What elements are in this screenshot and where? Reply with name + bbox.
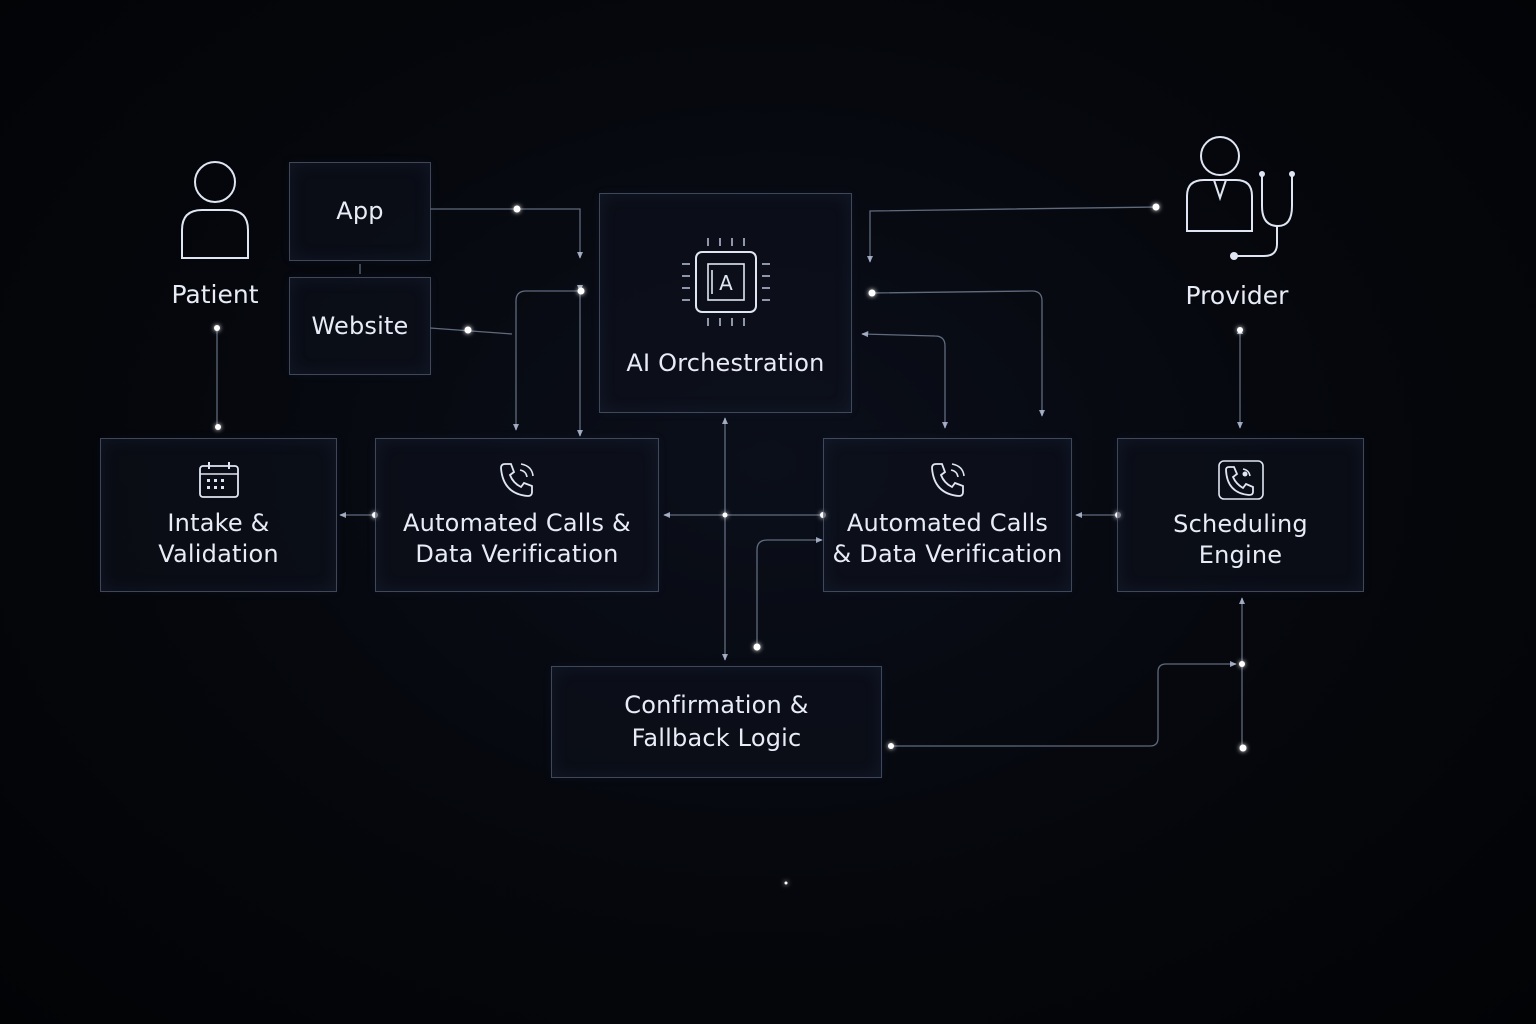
wire-ai-calls-left-a: [512, 290, 580, 431]
phone-schedule-icon: [1217, 459, 1265, 501]
ai-orchestration-label: AI Orchestration: [626, 349, 825, 377]
automated-calls-right-label: Automated Calls & Data Verification: [832, 509, 1063, 568]
provider-label: Provider: [1185, 281, 1289, 310]
node-dot: [753, 643, 761, 651]
wire-confirm-scheduling: [891, 660, 1237, 747]
node-dot: [1239, 661, 1245, 667]
patient-actor: [178, 160, 252, 260]
ai-chip-icon: A: [678, 234, 774, 330]
app-label: App: [336, 197, 384, 225]
node-dot: [888, 743, 894, 749]
provider-actor: [1184, 136, 1299, 262]
calendar-icon: [197, 460, 241, 500]
wire-app-ai: [430, 208, 584, 259]
node-dot: [1152, 203, 1160, 211]
phone-call-icon: [497, 460, 537, 500]
svg-text:A: A: [719, 271, 733, 295]
intake-validation-box[interactable]: Intake & Validation: [100, 438, 337, 592]
node-dot: [1237, 327, 1243, 333]
node-dot: [868, 289, 876, 297]
node-dot: [577, 287, 585, 295]
automated-calls-left-label: Automated Calls & Data Verification: [403, 509, 631, 568]
phone-call-icon: [928, 460, 968, 500]
wire-provider-ai: [866, 206, 1157, 263]
intake-validation-label: Intake & Validation: [158, 509, 279, 568]
wire-confirm-calls-right: [756, 536, 823, 646]
patient-label: Patient: [171, 280, 259, 309]
node-dot: [215, 424, 221, 430]
person-icon: [181, 161, 249, 259]
wire-ai-calls-right-a: [861, 331, 949, 429]
wire-ai-calls-right-b: [871, 290, 1046, 417]
doctor-stethoscope-icon: [1186, 136, 1295, 260]
app-box[interactable]: App: [289, 162, 431, 261]
confirmation-fallback-box[interactable]: Confirmation & Fallback Logic: [551, 666, 882, 778]
node-dot: [214, 325, 220, 331]
confirmation-fallback-label: Confirmation & Fallback Logic: [624, 691, 809, 752]
website-box[interactable]: Website: [289, 277, 431, 375]
automated-calls-left-box[interactable]: Automated Calls & Data Verification: [375, 438, 659, 592]
node-dot: [1239, 744, 1247, 752]
node-dot: [722, 512, 728, 518]
node-dot: [464, 326, 472, 334]
scheduling-engine-label: Scheduling Engine: [1173, 510, 1308, 569]
scheduling-engine-box[interactable]: Scheduling Engine: [1117, 438, 1364, 592]
ai-orchestration-box[interactable]: A AI Orchestration: [599, 193, 852, 413]
website-label: Website: [311, 311, 409, 340]
node-dot: [513, 205, 521, 213]
star-dot: [784, 881, 788, 885]
automated-calls-right-box[interactable]: Automated Calls & Data Verification: [823, 438, 1072, 592]
